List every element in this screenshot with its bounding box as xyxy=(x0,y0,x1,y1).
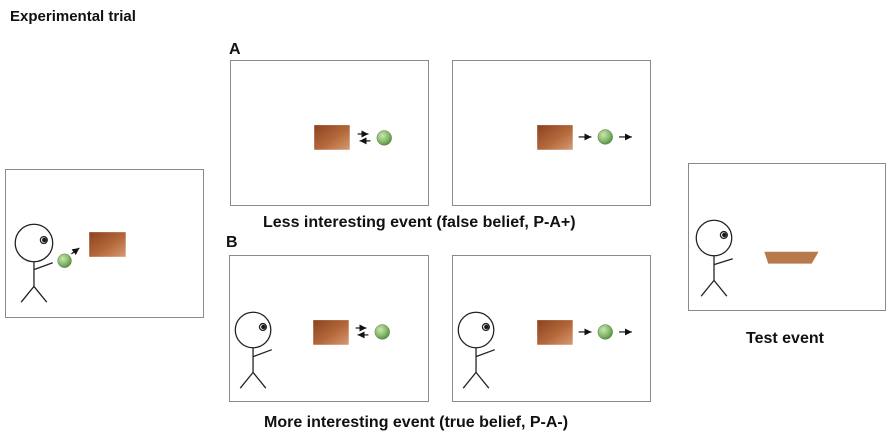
diagram-title: Experimental trial xyxy=(10,8,136,25)
flattened-platform xyxy=(764,251,819,264)
ball xyxy=(597,324,613,340)
bidirectional-arrow-icon xyxy=(355,324,369,339)
box xyxy=(314,125,350,150)
label-a: A xyxy=(229,41,241,58)
panel-a-2 xyxy=(452,60,651,206)
stick-figure xyxy=(234,311,273,389)
caption-a: Less interesting event (false belief, P-… xyxy=(263,214,576,231)
stick-figure xyxy=(14,223,54,303)
box xyxy=(537,125,573,150)
ball xyxy=(57,253,72,268)
panel-b-1 xyxy=(229,255,429,402)
panel-experimental-trial xyxy=(5,169,204,318)
test-caption: Test event xyxy=(746,330,824,347)
box xyxy=(313,320,349,345)
ball xyxy=(597,129,613,145)
ball xyxy=(374,324,390,340)
arrow-icon xyxy=(71,247,80,256)
ball xyxy=(376,130,392,146)
box xyxy=(89,232,126,257)
box xyxy=(537,320,573,345)
label-b: B xyxy=(226,234,238,251)
stick-figure xyxy=(457,311,496,389)
panel-b-2 xyxy=(452,255,651,402)
panel-a-1 xyxy=(230,60,429,206)
bidirectional-arrow-icon xyxy=(357,130,371,145)
stick-figure xyxy=(695,219,733,297)
caption-b: More interesting event (true belief, P-A… xyxy=(264,414,569,431)
panel-test-event xyxy=(688,163,886,311)
